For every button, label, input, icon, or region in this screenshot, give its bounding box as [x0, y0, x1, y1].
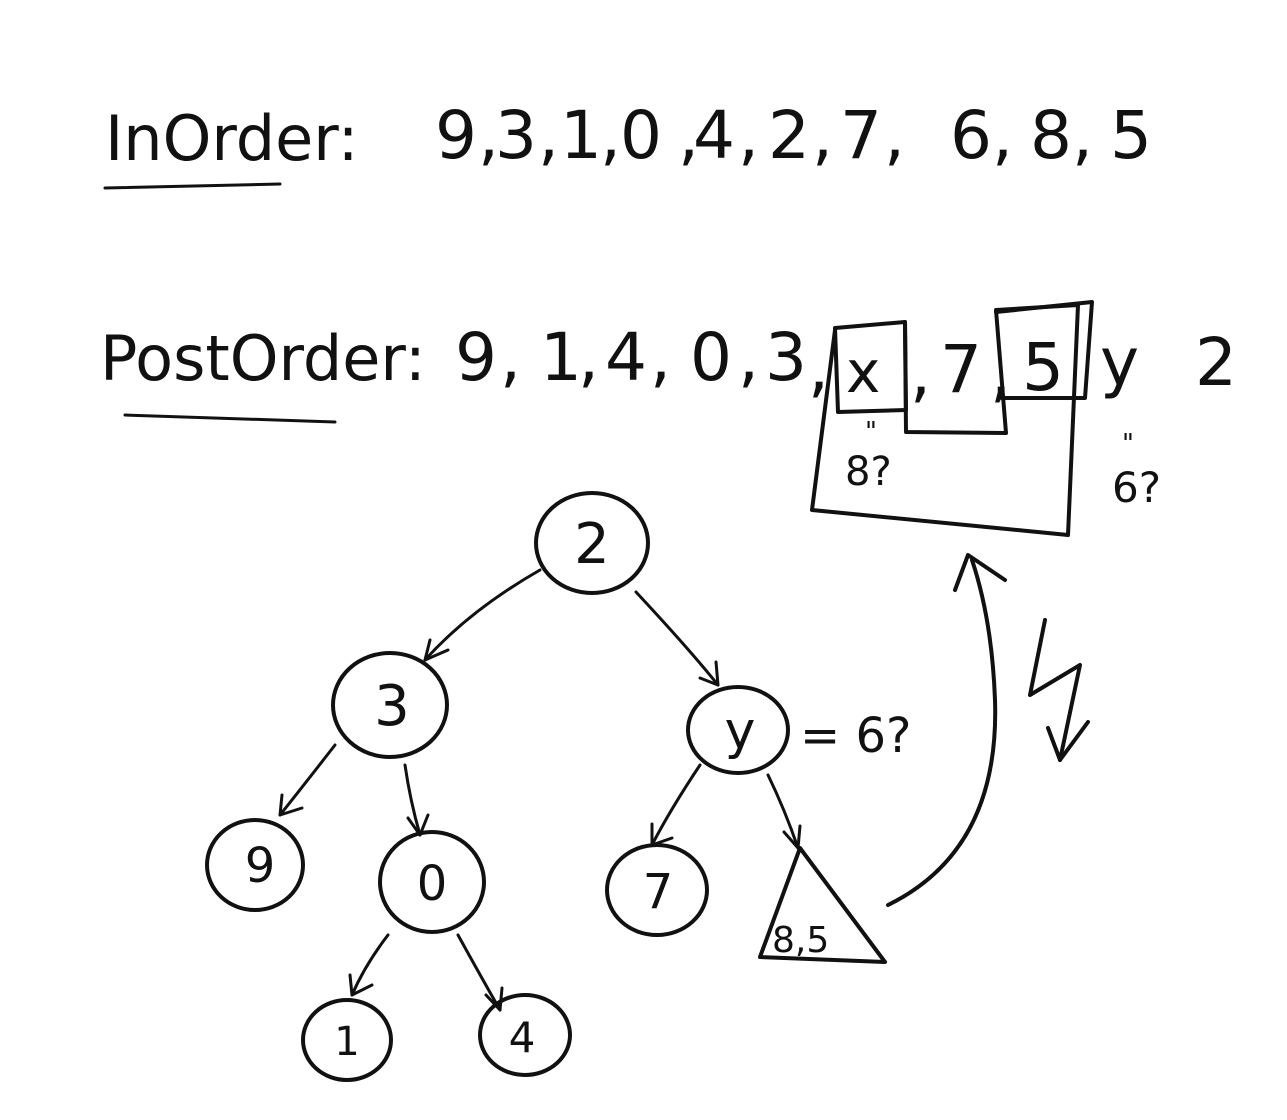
inorder-comma: ,: [538, 97, 559, 174]
inorder-label: InOrder:: [105, 102, 359, 175]
postorder-comma: ,: [578, 319, 599, 396]
arrowhead-icon: [782, 824, 802, 850]
tree-node-label: 7: [643, 864, 674, 920]
arrowhead-icon: [1046, 720, 1090, 762]
tree-node-0: 0: [378, 830, 486, 934]
postorder-comma: ,: [650, 319, 671, 396]
tree-node-label: y: [725, 701, 756, 761]
tree-node-label: 4: [509, 1013, 536, 1062]
postorder-value-9: 2: [1195, 324, 1237, 401]
arrowhead-icon: [698, 660, 720, 687]
tree-node-label: 0: [417, 856, 448, 912]
contradiction-lightning-icon: [1028, 618, 1082, 762]
inorder-comma: ,: [1072, 97, 1093, 174]
arrowhead-icon: [348, 973, 374, 997]
inorder-comma: ,: [884, 97, 905, 174]
inorder-value-9: 5: [1110, 97, 1152, 174]
postorder-value-3: 0: [690, 319, 732, 396]
postorder-value-6: 7: [940, 331, 982, 408]
inorder-comma: ,: [992, 97, 1013, 174]
postorder-comma: ,: [738, 319, 759, 396]
tree-node-label: 1: [334, 1019, 359, 1065]
x-equals-mark: ": [865, 417, 877, 447]
arrowhead-icon: [423, 638, 450, 662]
postorder-comma: ,: [500, 319, 521, 396]
y-note: 6?: [1112, 463, 1161, 512]
inorder-value-4: 4: [693, 97, 735, 174]
postorder-comma: ,: [910, 334, 931, 411]
inorder-value-1: 3: [495, 97, 537, 174]
tree-node-label: 3: [374, 674, 410, 739]
inorder-comma: ,: [812, 97, 833, 174]
arrowhead-icon: [953, 553, 1007, 592]
subtree-triangle: 8,5: [758, 846, 887, 964]
postorder-comma: ,: [808, 329, 829, 406]
tree-node-7: 7: [605, 843, 709, 937]
tree-node-9: 9: [205, 818, 305, 912]
inorder-sequence: 9 , 3 , 1 , 0 , 4 , 2 , 7 , 6 , 8 , 5: [435, 97, 1152, 174]
inorder-value-3: 0: [620, 97, 662, 174]
edge-2-y: [634, 590, 720, 687]
inorder-value-6: 7: [840, 97, 882, 174]
postorder-underline: [123, 413, 337, 424]
arrowhead-icon: [278, 793, 304, 817]
edge-0-4: [456, 933, 502, 1012]
inorder-value-7: 6: [950, 97, 992, 174]
curved-arrow: [886, 558, 998, 907]
postorder-value-5: x: [846, 338, 880, 406]
inorder-comma: ,: [678, 97, 699, 174]
edge-y-7: [650, 763, 702, 847]
y-node-note: = 6?: [800, 708, 912, 764]
tree-edges: [278, 568, 802, 1012]
inorder-value-2: 1: [560, 97, 602, 174]
postorder-value-0: 9: [455, 319, 497, 396]
x-note: 8?: [845, 449, 892, 495]
edge-3-0: [403, 763, 422, 837]
postorder-value-1: 1: [540, 319, 582, 396]
inorder-comma: ,: [600, 97, 621, 174]
inorder-comma: ,: [738, 97, 759, 174]
postorder-value-7: 5: [1022, 329, 1064, 406]
tree-node-4: 4: [478, 993, 572, 1077]
tree-node-2: 2: [534, 491, 650, 595]
postorder-label: PostOrder:: [100, 322, 426, 395]
five-box: [994, 300, 1094, 400]
edge-2-3: [423, 568, 542, 662]
inorder-value-8: 8: [1030, 97, 1072, 174]
postorder-value-4: 3: [765, 319, 807, 396]
postorder-value-2: 4: [605, 319, 647, 396]
inorder-value-0: 9: [435, 97, 477, 174]
inorder-value-5: 2: [768, 97, 810, 174]
edge-y-subtree: [766, 773, 800, 850]
tree-node-y: y: [686, 685, 790, 775]
tree-node-3: 3: [331, 651, 449, 759]
edge-0-1: [350, 933, 390, 997]
inorder-underline: [103, 182, 282, 190]
tree-node-label: 2: [574, 512, 610, 577]
postorder-sequence: 9 , 1 , 4 , 0 , 3 , x , 7 , 5 y 2: [455, 319, 1237, 411]
subtree-label: 8,5: [772, 920, 829, 961]
inorder-comma: ,: [478, 97, 499, 174]
edge-3-9: [278, 743, 337, 817]
postorder-value-8: y: [1100, 324, 1139, 401]
tree-node-label: 9: [245, 838, 276, 894]
y-equals-mark: ": [1122, 429, 1134, 459]
tree-node-1: 1: [301, 998, 393, 1082]
